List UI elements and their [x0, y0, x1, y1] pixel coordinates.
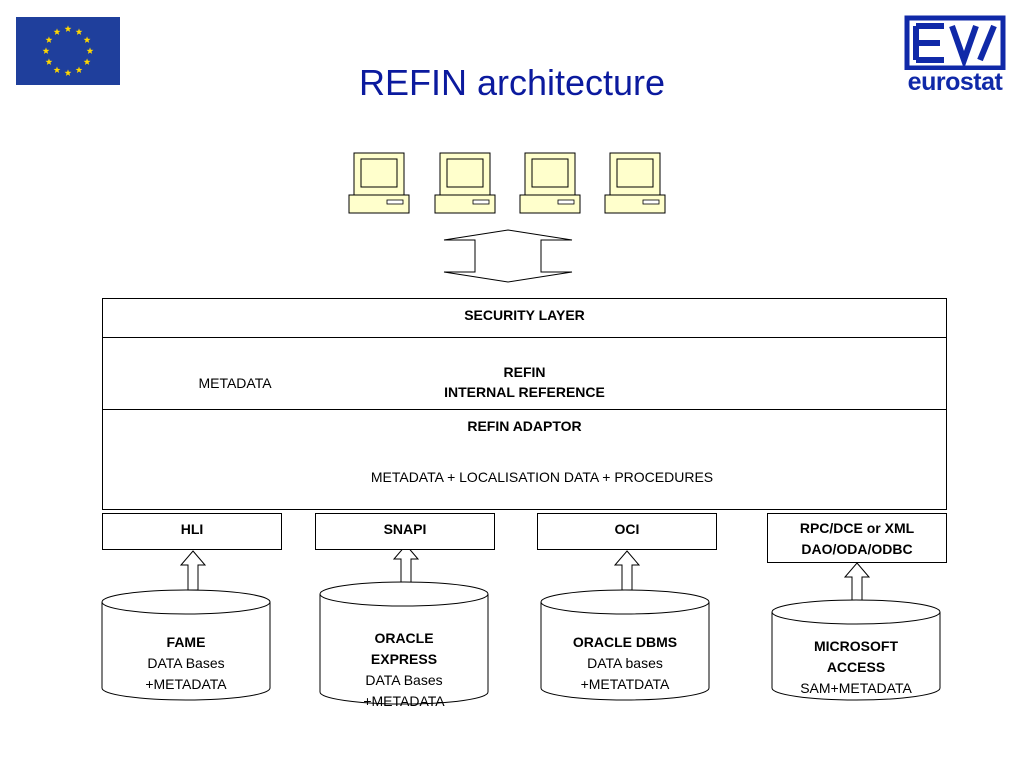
up-arrow-icon — [843, 562, 871, 603]
database-line2: DATA bases — [587, 655, 663, 671]
desktop-computer-icon — [348, 152, 410, 214]
interface-snapi: SNAPI — [315, 513, 495, 550]
star-icon — [64, 25, 72, 32]
star-icon — [45, 58, 53, 65]
star-icon — [53, 28, 61, 35]
divider — [103, 409, 946, 410]
database-line3: +METATDATA — [580, 676, 670, 692]
internal-reference-line1: REFIN — [503, 364, 546, 380]
star-icon — [75, 66, 83, 73]
internal-reference-label: REFIN INTERNAL REFERENCE — [103, 362, 946, 402]
star-icon — [83, 36, 91, 43]
interface-hli: HLI — [102, 513, 282, 550]
interface-oci: OCI — [537, 513, 717, 550]
database-line3: SAM+METADATA — [800, 680, 912, 696]
database-line2: DATA Bases — [365, 672, 443, 688]
refin-architecture-box: SECURITY LAYER REFIN INTERNAL REFERENCE … — [102, 298, 947, 510]
desktop-computer-icon — [519, 152, 581, 214]
page-title: REFIN architecture — [358, 62, 666, 103]
desktop-computer-icon — [434, 152, 496, 214]
up-arrow-icon — [179, 550, 207, 591]
database-cylinder-icon — [540, 589, 710, 701]
desktop-computer-icon — [604, 152, 666, 214]
database-line3: +METADATA — [363, 693, 445, 709]
database-name-line2: ACCESS — [826, 659, 886, 675]
star-icon — [42, 47, 50, 54]
bidirectional-arrow-icon — [443, 229, 573, 283]
database-fame: FAME DATA Bases +METADATA — [102, 632, 270, 695]
eurostat-logo-icon: eurostat — [900, 14, 1010, 96]
database-cylinder-icon — [319, 581, 489, 705]
database-line3: +METADATA — [145, 676, 227, 692]
database-oracle-express: ORACLE EXPRESS DATA Bases +METADATA — [320, 628, 488, 712]
database-name: ORACLE DBMS — [572, 634, 678, 650]
logo-text: eurostat — [907, 68, 1003, 96]
database-name: FAME — [166, 634, 206, 650]
divider — [103, 337, 946, 338]
star-icon — [86, 47, 94, 54]
security-layer-label: SECURITY LAYER — [464, 307, 585, 323]
interface-rpc: RPC/DCE or XML DAO/ODA/ODBC — [767, 513, 947, 563]
database-cylinder-icon — [101, 589, 271, 701]
adaptor-store-label: METADATA + LOCALISATION DATA + PROCEDURE… — [370, 469, 714, 485]
interface-rpc-line1: RPC/DCE or XML — [799, 520, 915, 536]
database-name-line1: MICROSOFT — [814, 638, 898, 654]
star-icon — [83, 58, 91, 65]
star-icon — [64, 69, 72, 76]
database-name-line2: EXPRESS — [370, 651, 438, 667]
adaptor-label: REFIN ADAPTOR — [467, 418, 582, 434]
database-oracle-dbms: ORACLE DBMS DATA bases +METATDATA — [541, 632, 709, 695]
star-icon — [53, 66, 61, 73]
interface-rpc-line2: DAO/ODA/ODBC — [801, 541, 913, 557]
database-cylinder-icon — [771, 599, 941, 701]
up-arrow-icon — [613, 550, 641, 591]
database-line2: DATA Bases — [147, 655, 225, 671]
database-microsoft-access: MICROSOFT ACCESS SAM+METADATA — [772, 636, 940, 699]
internal-reference-line2: INTERNAL REFERENCE — [444, 384, 605, 400]
star-icon — [75, 28, 83, 35]
up-arrow-icon — [392, 544, 420, 585]
metadata-label: METADATA — [198, 375, 272, 391]
eu-flag-icon — [16, 17, 120, 85]
database-name-line1: ORACLE — [374, 630, 434, 646]
star-icon — [45, 36, 53, 43]
